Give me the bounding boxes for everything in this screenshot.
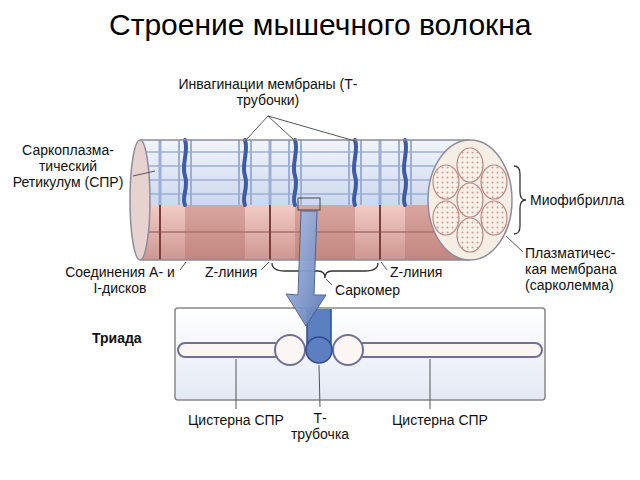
- z-lines: [379, 205, 381, 260]
- myofibril-cross-sections: [433, 148, 507, 252]
- leader-lines: [268, 116, 355, 141]
- zoom-arrow: [286, 211, 326, 326]
- sarcoplasmic-reticulum: [190, 140, 192, 205]
- triad-inset: [275, 335, 305, 365]
- t-tubules: [404, 140, 406, 205]
- part-label: Плазматичес- кая мембрана (сарколемма): [525, 245, 636, 293]
- zoom-arrow: [298, 198, 320, 210]
- sarcoplasmic-reticulum: [159, 140, 162, 205]
- sarcoplasmic-reticulum: [269, 140, 272, 205]
- myofibril-cross-sections: [481, 201, 507, 235]
- brackets: [272, 263, 378, 278]
- diagram-title: Строение мышечного волокна: [109, 8, 531, 42]
- sarcoplasmic-reticulum: [140, 151, 470, 153]
- sarcolemma-outline: [428, 140, 512, 260]
- sarcoplasmic-reticulum: [410, 140, 412, 205]
- triad-inset: [306, 337, 332, 363]
- sarcolemma-outline: [130, 140, 512, 260]
- triad-inset: [356, 343, 542, 357]
- part-label: Цистерна СПР: [188, 412, 284, 428]
- part-label: Т- трубочка: [285, 410, 355, 442]
- myofibril-cross-sections: [457, 148, 483, 182]
- part-label: Z-линия: [390, 264, 442, 280]
- brackets: [514, 166, 526, 234]
- z-lines: [159, 205, 161, 260]
- leader-lines: [180, 262, 186, 270]
- part-label: Z-линия: [205, 264, 257, 280]
- sarcoplasmic-reticulum: [288, 140, 290, 205]
- t-tubules: [294, 140, 296, 205]
- leader-lines: [261, 262, 269, 270]
- triad-inset: [333, 335, 363, 365]
- triad-inset: [175, 308, 545, 400]
- sarcoplasmic-reticulum: [250, 140, 252, 205]
- part-label: Цистерна СПР: [392, 412, 488, 428]
- t-tubules: [354, 140, 356, 205]
- leader-lines: [245, 116, 268, 141]
- t-tubules: [184, 140, 406, 205]
- sarcolemma-outline: [130, 140, 150, 260]
- t-tubules: [244, 140, 246, 205]
- sarcoplasmic-reticulum: [140, 140, 470, 205]
- sarcoplasmic-reticulum: [300, 140, 302, 205]
- sarcoplasmic-reticulum: [238, 140, 240, 205]
- part-label: Саркоплазма- тический Ретикулум (СПР): [6, 142, 130, 190]
- myofibril-cross-sections: [457, 218, 483, 252]
- leader-lines: [133, 171, 155, 176]
- myofibril-cross-sections: [457, 183, 483, 217]
- part-label: Соединения А- и I-дисков: [62, 264, 178, 296]
- sarcoplasmic-reticulum: [398, 140, 400, 205]
- part-label: Миофибрилла: [530, 192, 624, 208]
- part-label: Инвагинации мембраны (Т-трубочки): [178, 76, 358, 108]
- sarcoplasmic-reticulum: [178, 140, 180, 205]
- sarcoplasmic-reticulum: [140, 193, 470, 195]
- myofibril-cross-sections: [433, 165, 459, 199]
- zoom-arrow: [286, 198, 326, 326]
- sarcoplasmic-reticulum: [360, 140, 362, 205]
- t-tubules: [184, 140, 186, 205]
- leader-lines: [381, 262, 387, 270]
- leader-lines: [236, 359, 237, 409]
- leader-lines: [326, 279, 332, 285]
- myofibril-cross-sections: [481, 165, 507, 199]
- part-label: Триада: [92, 330, 142, 346]
- sarcoplasmic-reticulum: [348, 140, 350, 205]
- sarcoplasmic-reticulum: [140, 165, 470, 167]
- triad-inset: [175, 308, 545, 400]
- triad-inset: [178, 343, 282, 357]
- z-lines: [269, 205, 271, 260]
- leader-lines: [319, 365, 320, 407]
- z-lines: [160, 205, 380, 260]
- leader-lines: [506, 236, 523, 252]
- part-label: Саркомер: [335, 282, 400, 298]
- leader-lines: [430, 359, 431, 409]
- sarcoplasmic-reticulum: [140, 179, 470, 181]
- myofibril-cross-sections: [433, 201, 459, 235]
- sarcoplasmic-reticulum: [379, 140, 382, 205]
- leader-lines: [133, 116, 523, 409]
- fiber-body: [140, 140, 470, 205]
